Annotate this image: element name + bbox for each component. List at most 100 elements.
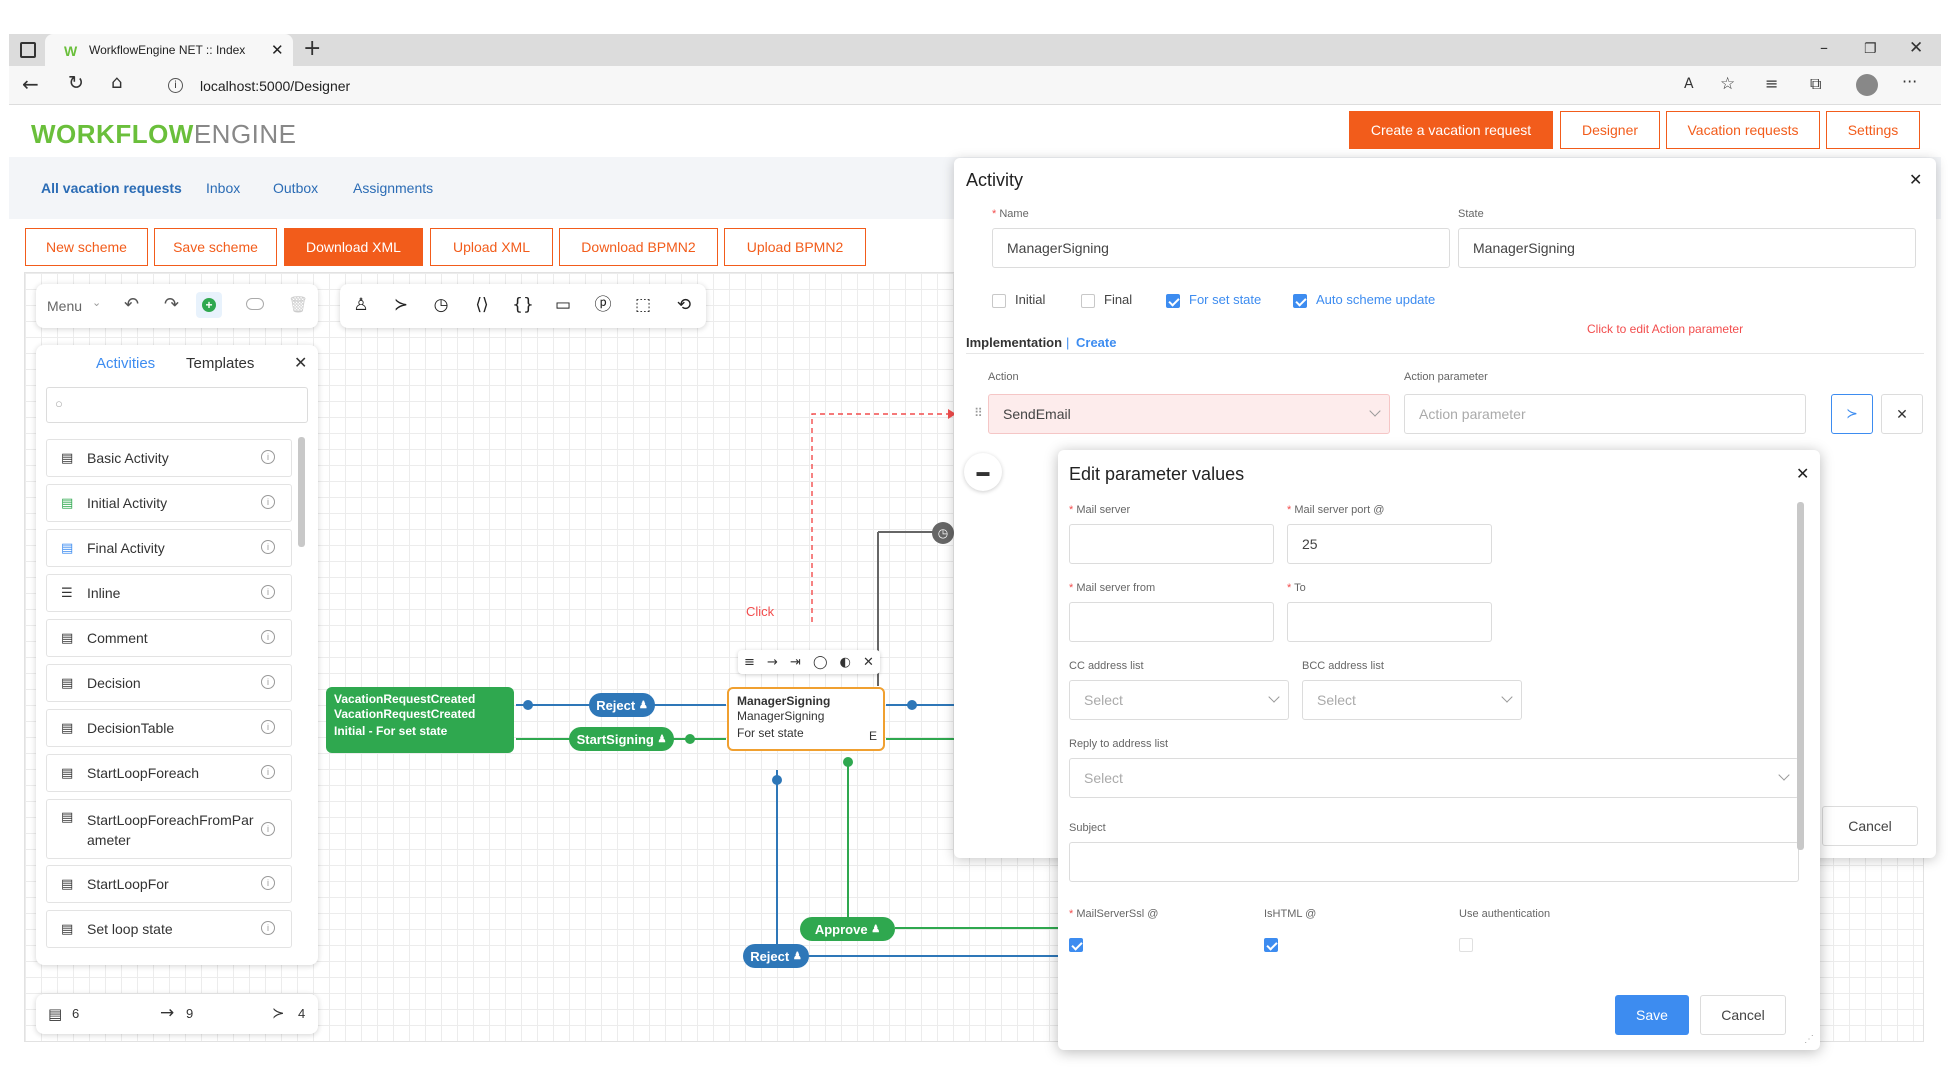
action-parameter-input[interactable]: Action parameter bbox=[1404, 394, 1806, 434]
panel-scrollbar[interactable] bbox=[298, 437, 305, 547]
actor-icon[interactable]: ♙ bbox=[353, 295, 369, 315]
arrow-icon[interactable]: → bbox=[767, 654, 778, 670]
download-bpmn2-button[interactable]: Download BPMN2 bbox=[559, 228, 718, 266]
comment-toggle-icon[interactable]: ▬ bbox=[964, 453, 1002, 491]
transition-reject-bottom[interactable]: Reject ♟ bbox=[743, 944, 809, 968]
auto-scheme-update-checkbox[interactable] bbox=[1293, 294, 1307, 308]
to-input[interactable] bbox=[1287, 602, 1492, 642]
upload-xml-button[interactable]: Upload XML bbox=[430, 228, 553, 266]
save-scheme-button[interactable]: Save scheme bbox=[154, 228, 277, 266]
home-icon[interactable]: ⌂ bbox=[111, 72, 123, 93]
browser-tab[interactable]: W WorkflowEngine NET :: Index ✕ bbox=[45, 34, 293, 66]
resize-handle-icon[interactable]: ⋰ bbox=[1804, 1034, 1814, 1045]
vacation-requests-button[interactable]: Vacation requests bbox=[1666, 111, 1820, 149]
menu-dropdown[interactable]: Menu bbox=[47, 298, 83, 314]
is-html-checkbox[interactable] bbox=[1264, 938, 1278, 952]
drag-handle-icon[interactable]: ⠿ bbox=[974, 406, 983, 420]
initial-checkbox[interactable] bbox=[992, 294, 1006, 308]
tab-templates[interactable]: Templates bbox=[186, 355, 255, 372]
close-window-icon[interactable]: ✕ bbox=[1909, 38, 1924, 58]
info-icon[interactable]: i bbox=[261, 921, 275, 935]
activity-cancel-button[interactable]: Cancel bbox=[1822, 806, 1918, 846]
subject-input[interactable] bbox=[1069, 842, 1799, 882]
action-select[interactable]: SendEmail bbox=[988, 394, 1390, 434]
info-icon[interactable]: i bbox=[261, 720, 275, 734]
palette-icon[interactable]: ◐ bbox=[839, 654, 851, 670]
toggle-icon[interactable] bbox=[246, 298, 264, 310]
reply-select[interactable]: Select bbox=[1069, 758, 1799, 798]
use-authentication-checkbox[interactable] bbox=[1459, 938, 1473, 952]
redo-icon[interactable]: ↷ bbox=[164, 294, 180, 315]
add-element-button[interactable]: + bbox=[196, 292, 222, 318]
profile-avatar[interactable] bbox=[1856, 74, 1878, 96]
code-icon[interactable]: ⟨⟩ bbox=[475, 295, 489, 315]
node-manager-signing[interactable]: ManagerSigning ManagerSigning For set st… bbox=[727, 687, 885, 751]
designer-button[interactable]: Designer bbox=[1560, 111, 1660, 149]
settings-icon[interactable]: ≡ bbox=[744, 654, 755, 670]
dialog-scrollbar[interactable] bbox=[1797, 502, 1804, 850]
final-checkbox[interactable] bbox=[1081, 294, 1095, 308]
nav-inbox[interactable]: Inbox bbox=[206, 180, 241, 196]
favorites-icon[interactable]: ≡ bbox=[1765, 74, 1779, 93]
mail-server-ssl-checkbox[interactable] bbox=[1069, 938, 1083, 952]
timer-node-icon[interactable]: ◷ bbox=[932, 522, 954, 544]
cc-select[interactable]: Select bbox=[1069, 680, 1289, 720]
restore-icon[interactable]: ❐ bbox=[1864, 41, 1877, 57]
info-icon[interactable]: i bbox=[261, 630, 275, 644]
node-vacation-request-created[interactable]: VacationRequestCreated VacationRequestCr… bbox=[326, 687, 514, 753]
more-icon[interactable]: ··· bbox=[1902, 72, 1918, 91]
refresh-icon[interactable]: ↻ bbox=[68, 72, 84, 94]
info-icon[interactable]: i bbox=[261, 450, 275, 464]
new-tab-icon[interactable]: + bbox=[303, 36, 322, 61]
delete-icon[interactable]: 🗑 bbox=[288, 295, 309, 314]
read-aloud-icon[interactable]: A bbox=[1684, 76, 1694, 92]
download-xml-button[interactable]: Download XML bbox=[284, 228, 423, 266]
new-scheme-button[interactable]: New scheme bbox=[25, 228, 148, 266]
create-link[interactable]: Create bbox=[1076, 335, 1117, 350]
close-icon[interactable]: ✕ bbox=[863, 654, 874, 670]
edit-action-parameter-button[interactable]: ≻ bbox=[1831, 394, 1873, 434]
toggle-icon[interactable]: ◯ bbox=[812, 654, 828, 670]
name-input[interactable]: ManagerSigning bbox=[992, 228, 1450, 268]
activity-search-input[interactable]: ○ bbox=[46, 387, 308, 423]
save-button[interactable]: Save bbox=[1615, 995, 1689, 1035]
state-input[interactable]: ManagerSigning bbox=[1458, 228, 1916, 268]
info-icon[interactable]: i bbox=[261, 876, 275, 890]
info-icon[interactable]: i bbox=[261, 495, 275, 509]
mail-server-input[interactable] bbox=[1069, 524, 1274, 564]
tab-activities[interactable]: Activities bbox=[96, 355, 156, 372]
close-dialog-icon[interactable]: ✕ bbox=[1909, 172, 1923, 189]
mail-server-from-input[interactable] bbox=[1069, 602, 1274, 642]
nav-outbox[interactable]: Outbox bbox=[273, 180, 319, 196]
for-set-state-checkbox[interactable] bbox=[1166, 294, 1180, 308]
url-text[interactable]: localhost:5000/Designer bbox=[200, 78, 351, 94]
close-dialog-icon[interactable]: ✕ bbox=[1796, 466, 1810, 483]
cancel-button[interactable]: Cancel bbox=[1700, 995, 1786, 1035]
exit-icon[interactable]: ⇥ bbox=[790, 654, 801, 670]
back-icon[interactable]: ← bbox=[22, 72, 39, 96]
undo-icon[interactable]: ↶ bbox=[124, 294, 140, 315]
comment-icon[interactable]: ▭ bbox=[554, 295, 572, 315]
info-icon[interactable]: i bbox=[261, 585, 275, 599]
settings-button[interactable]: Settings bbox=[1826, 111, 1920, 149]
nav-assignments[interactable]: Assignments bbox=[353, 180, 434, 196]
info-icon[interactable]: i bbox=[261, 540, 275, 554]
close-tab-icon[interactable]: ✕ bbox=[271, 42, 284, 59]
timer-icon[interactable]: ◷ bbox=[433, 295, 449, 315]
create-vacation-request-button[interactable]: Create a vacation request bbox=[1349, 111, 1553, 149]
close-panel-icon[interactable]: ✕ bbox=[294, 355, 308, 372]
history-icon[interactable]: ⟲ bbox=[676, 295, 692, 315]
mail-server-port-input[interactable]: 25 bbox=[1287, 524, 1492, 564]
collections-icon[interactable]: ⧉ bbox=[1810, 74, 1822, 93]
